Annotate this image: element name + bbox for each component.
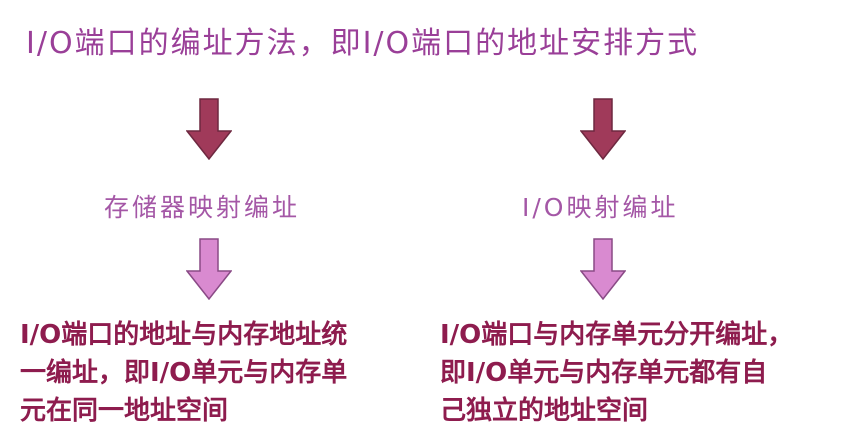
arrow-down-icon [580, 238, 626, 300]
description-line: I/O端口的地址与内存地址统 [20, 320, 348, 350]
arrow-down-icon [580, 98, 626, 160]
description-line: I/O端口与内存单元分开编址， [440, 320, 794, 350]
arrow-down-icon [186, 238, 232, 300]
description-line: 即I/O单元与内存单元都有自 [440, 358, 768, 388]
description-line: 元在同一地址空间 [20, 396, 229, 426]
io-mapped-label: I/O映射编址 [522, 193, 679, 222]
arrow-down-icon [186, 98, 232, 160]
io-mapped-description: I/O端口与内存单元分开编址， 即I/O单元与内存单元都有自 己独立的地址空间 [440, 316, 850, 430]
diagram-title: I/O端口的编址方法，即I/O端口的地址安排方式 [26, 26, 700, 61]
memory-mapped-label: 存储器映射编址 [104, 193, 301, 222]
description-line: 一编址，即I/O单元与内存单 [20, 358, 348, 388]
description-line: 己独立的地址空间 [440, 396, 649, 426]
memory-mapped-description: I/O端口的地址与内存地址统 一编址，即I/O单元与内存单 元在同一地址空间 [20, 316, 420, 430]
